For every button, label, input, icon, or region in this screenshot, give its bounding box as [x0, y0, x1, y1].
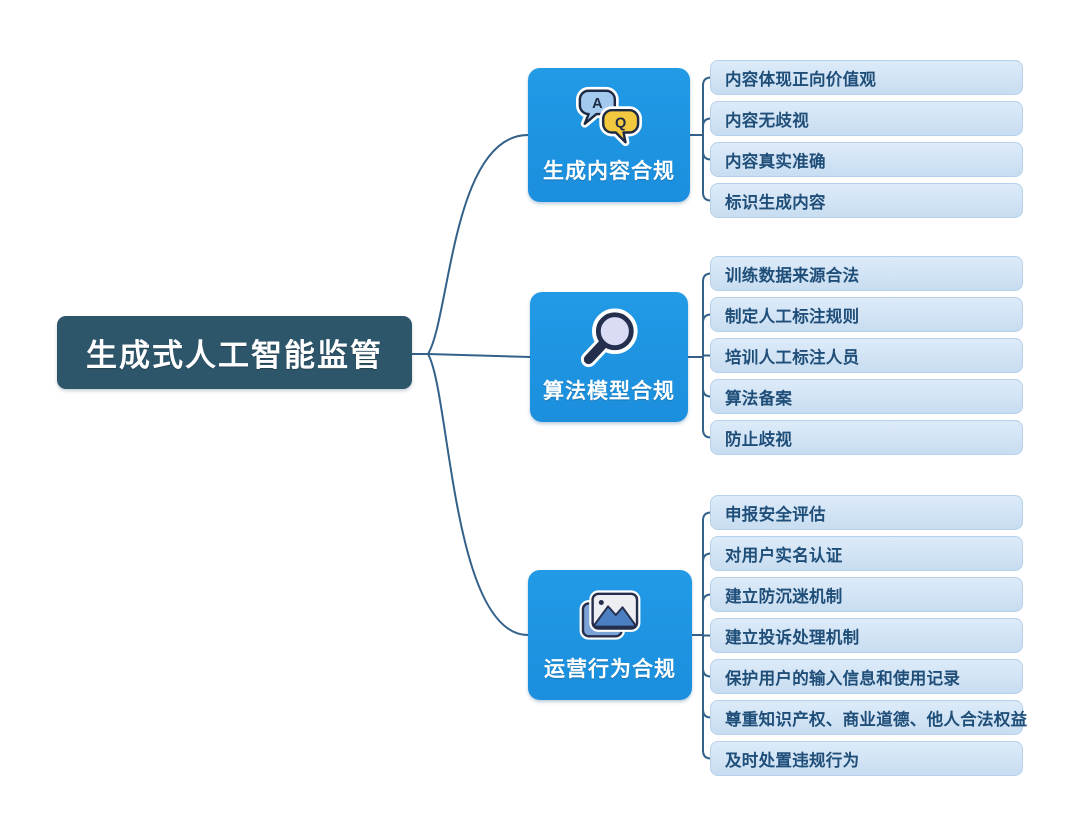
leaf-node: 内容无歧视: [710, 101, 1023, 136]
leaf-node: 尊重知识产权、商业道德、他人合法权益: [710, 700, 1027, 735]
leaf-node: 算法备案: [710, 379, 1023, 414]
branch3-label: 运营行为合规: [544, 658, 676, 681]
leaf-node: 标识生成内容: [710, 183, 1023, 218]
root-to-branch2-line: [427, 353, 531, 358]
qa-chat-icon: A Q: [576, 86, 642, 146]
branch1-label: 生成内容合规: [543, 160, 675, 183]
branch-node-algorithm-compliance: 算法模型合规: [530, 292, 688, 422]
branch1-leaf-elbows: [702, 76, 712, 202]
root-to-branch1-line: [427, 134, 529, 355]
leaf-node: 建立防沉迷机制: [710, 577, 1023, 612]
leaf-node: 内容真实准确: [710, 142, 1023, 177]
svg-text:A: A: [592, 96, 603, 112]
leaf-node: 训练数据来源合法: [710, 256, 1023, 291]
leaf-node: 内容体现正向价值观: [710, 60, 1023, 95]
leaf-node: 制定人工标注规则: [710, 297, 1023, 332]
branch-node-content-compliance: A Q 生成内容合规: [528, 68, 690, 202]
branch2-leaf-elbows: [702, 272, 712, 439]
branch2-icon-wrap: [578, 292, 640, 375]
leaf-node: 保护用户的输入信息和使用记录: [710, 659, 1023, 694]
leaf-node: 防止歧视: [710, 420, 1023, 455]
branch3-leaf-elbows: [702, 511, 712, 760]
branch-node-operation-compliance: 运营行为合规: [528, 570, 692, 700]
leaf-node: 申报安全评估: [710, 495, 1023, 530]
leaf-node: 及时处置违规行为: [710, 741, 1023, 776]
root-to-branch3-line: [427, 353, 529, 636]
root-node: 生成式人工智能监管: [57, 316, 412, 389]
leaf-node: 建立投诉处理机制: [710, 618, 1023, 653]
picture-icon: [579, 589, 641, 640]
svg-text:Q: Q: [615, 115, 626, 131]
leaf-node: 培训人工标注人员: [710, 338, 1023, 373]
branch2-label: 算法模型合规: [543, 380, 675, 403]
branch1-icon-wrap: A Q: [576, 68, 642, 155]
leaf-node: 对用户实名认证: [710, 536, 1023, 571]
magnifier-icon: [580, 307, 638, 367]
branch3-icon-wrap: [578, 570, 642, 653]
